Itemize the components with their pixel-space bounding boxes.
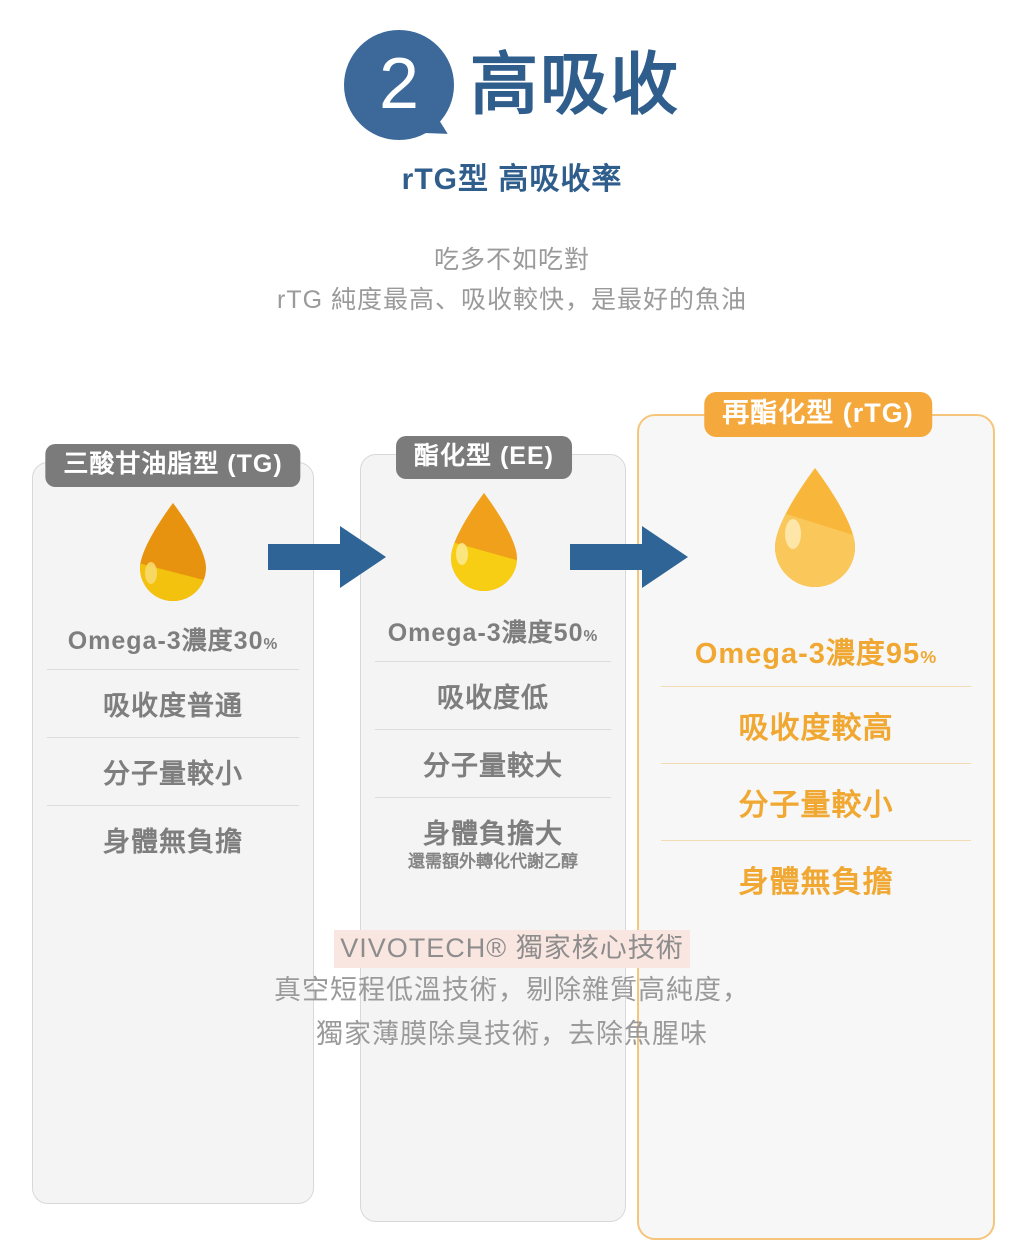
table-row: 身體無負擔 [47, 805, 299, 873]
lead-line-1: 吃多不如吃對 [433, 246, 590, 274]
oil-drop-glyph [451, 493, 517, 591]
card-ee-label: 酯化型 (EE) [396, 436, 572, 479]
footer-highlight-wrap: VIVOTECH® 獨家核心技術 [0, 930, 1024, 969]
table-row: Omega-3濃度50% [375, 607, 611, 661]
table-row: Omega-3濃度30% [47, 615, 299, 669]
oil-drop-icon [767, 464, 863, 595]
oil-drop-icon [445, 490, 523, 599]
page-header: 2 高吸收 rTG型 高吸收率 [0, 0, 1024, 198]
footer-line-3: 獨家薄膜除臭技術，去除魚腥味 [316, 1019, 708, 1050]
card-ee-rows: Omega-3濃度50% 吸收度低 分子量較大 身體負擔大 還需額外轉化代謝乙醇 [375, 607, 611, 882]
row-text: Omega-3濃度30 [67, 627, 264, 655]
flow-arrow-2-icon [570, 524, 688, 590]
lead-copy: 吃多不如吃對 rTG 純度最高、吸收較快，是最好的魚油 [0, 240, 1024, 320]
table-row: 吸收度較高 [661, 686, 971, 763]
oil-drop-glyph [140, 503, 206, 601]
footer-line-2: 真空短程低溫技術，剔除雜質高純度， [274, 975, 750, 1006]
speech-bubble-icon [343, 30, 454, 140]
table-row: 分子量較小 [661, 763, 971, 840]
arrow-right-glyph [570, 526, 688, 588]
table-row: 吸收度低 [375, 661, 611, 729]
step-badge: 2 [343, 30, 454, 142]
flow-arrow-1-icon [268, 524, 386, 590]
table-row: 分子量較小 [47, 737, 299, 805]
footer-highlight: VIVOTECH® 獨家核心技術 [334, 930, 690, 969]
oil-drop-icon [134, 500, 212, 609]
row-text: Omega-3濃度95 [694, 638, 921, 670]
comparison-diagram: Omega-3濃度30% 吸收度普通 分子量較小 身體無負擔 三酸甘油脂型 (T… [0, 378, 1024, 1240]
lead-line-2: rTG 純度最高、吸收較快，是最好的魚油 [277, 286, 747, 314]
page-footer: VIVOTECH® 獨家核心技術 真空短程低溫技術，剔除雜質高純度， 獨家薄膜除… [0, 930, 1024, 1056]
card-tg-label: 三酸甘油脂型 (TG) [45, 444, 301, 487]
table-row: Omega-3濃度95% [661, 624, 971, 686]
row-percent: % [263, 636, 279, 653]
row-percent: % [920, 647, 938, 667]
card-rtg-rows: Omega-3濃度95% 吸收度較高 分子量較小 身體無負擔 [661, 624, 971, 917]
page-subtitle: rTG型 高吸收率 [401, 163, 623, 196]
row-text: 身體負擔大 [423, 819, 563, 849]
row-note: 還需額外轉化代謝乙醇 [408, 852, 578, 871]
row-text: Omega-3濃度50 [387, 619, 584, 647]
row-percent: % [583, 628, 599, 645]
table-row: 身體負擔大 還需額外轉化代謝乙醇 [375, 797, 611, 882]
table-row: 吸收度普通 [47, 669, 299, 737]
card-tg-rows: Omega-3濃度30% 吸收度普通 分子量較小 身體無負擔 [47, 615, 299, 873]
page-title: 高吸收 [469, 47, 680, 123]
step-number: 2 [378, 44, 419, 124]
oil-drop-glyph [775, 468, 855, 587]
table-row: 身體無負擔 [661, 840, 971, 917]
card-rtg-label: 再酯化型 (rTG) [704, 392, 932, 438]
title-row: 2 高吸收 [0, 26, 1024, 144]
table-row: 分子量較大 [375, 729, 611, 797]
arrow-right-glyph [268, 526, 386, 588]
